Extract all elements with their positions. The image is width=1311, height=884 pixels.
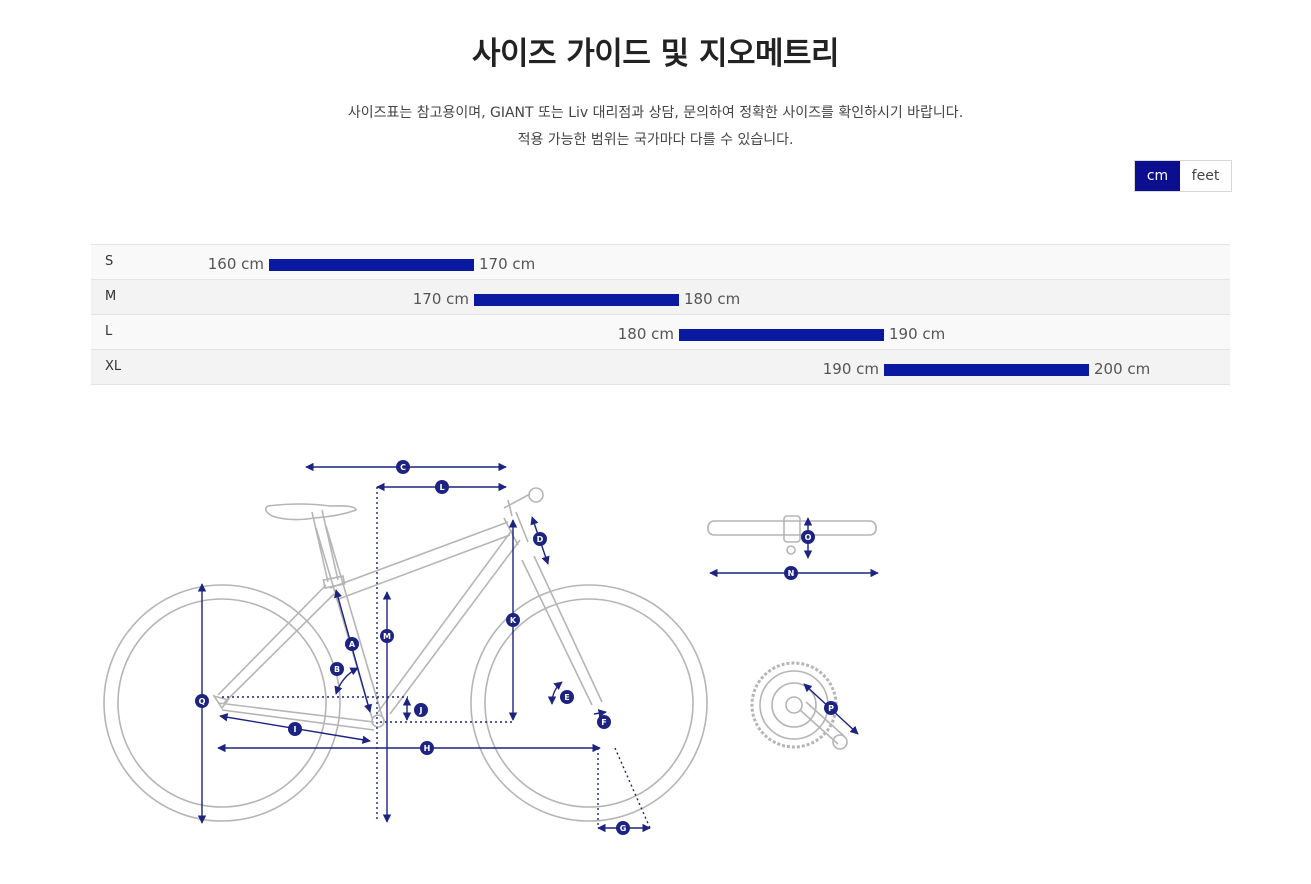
svg-text:Q: Q	[199, 697, 206, 706]
label-i: I	[288, 722, 302, 736]
label-d: D	[533, 532, 547, 546]
range-max: 200 cm	[1094, 360, 1151, 378]
label-l: L	[435, 480, 449, 494]
size-guide-note: 사이즈표는 참고용이며, GIANT 또는 Liv 대리점과 상담, 문의하여 …	[347, 105, 964, 121]
handlebar-illustration	[707, 515, 877, 555]
svg-text:D: D	[537, 535, 544, 544]
size-row-xl: XL 190 cm 200 cm	[91, 350, 1230, 385]
range-bar	[474, 294, 679, 306]
size-row-s: S 160 cm 170 cm	[91, 245, 1230, 280]
svg-text:E: E	[564, 693, 569, 702]
range-bar	[679, 329, 884, 341]
page-title: 사이즈 가이드 및 지오메트리	[471, 36, 840, 72]
size-label: S	[105, 254, 114, 269]
svg-text:I: I	[294, 725, 297, 734]
label-o: O	[801, 530, 815, 544]
label-q: Q	[195, 694, 209, 708]
size-row-m: M 170 cm 180 cm	[91, 280, 1230, 315]
label-e: E	[560, 690, 574, 704]
geometry-diagram: C L D O N K M A B E Q J P F I H G	[103, 460, 879, 835]
svg-text:O: O	[805, 533, 812, 542]
svg-text:N: N	[788, 569, 795, 578]
svg-text:J: J	[419, 706, 423, 715]
label-a: A	[345, 637, 359, 651]
range-min: 180 cm	[617, 325, 674, 343]
size-chart: S 160 cm 170 cm M 170 cm 180 cm L 180 cm…	[91, 244, 1230, 385]
label-n: N	[784, 566, 798, 580]
size-label: XL	[105, 359, 122, 374]
label-k: K	[506, 613, 520, 627]
svg-text:M: M	[383, 632, 391, 641]
svg-text:L: L	[439, 483, 444, 492]
range-min: 170 cm	[412, 290, 469, 308]
svg-text:P: P	[828, 704, 834, 713]
size-label: L	[105, 324, 113, 339]
svg-text:K: K	[510, 616, 517, 625]
label-p: P	[824, 701, 838, 715]
dimension-labels: C L D O N K M A B E Q J P F I H G	[195, 460, 838, 835]
range-max: 180 cm	[684, 290, 741, 308]
range-max: 170 cm	[479, 255, 536, 273]
label-m: M	[380, 629, 394, 643]
size-label: M	[105, 289, 117, 304]
unit-cm-button[interactable]: cm	[1135, 161, 1180, 191]
unit-feet-button[interactable]: feet	[1180, 161, 1231, 191]
label-b: B	[330, 662, 344, 676]
svg-text:H: H	[424, 744, 431, 753]
range-min: 190 cm	[822, 360, 879, 378]
svg-text:C: C	[400, 463, 406, 472]
dimension-lines	[197, 462, 879, 833]
range-bar	[269, 259, 474, 271]
size-row-l: L 180 cm 190 cm	[91, 315, 1230, 350]
label-c: C	[396, 460, 410, 474]
svg-text:G: G	[620, 824, 627, 833]
svg-text:F: F	[601, 718, 606, 727]
unit-toggle: cm feet	[1134, 160, 1232, 192]
label-h: H	[420, 741, 434, 755]
region-note: 적용 가능한 범위는 국가마다 다를 수 있습니다.	[517, 132, 794, 148]
range-min: 160 cm	[207, 255, 264, 273]
label-g: G	[616, 821, 630, 835]
range-bar	[884, 364, 1089, 376]
label-f: F	[597, 715, 611, 729]
bike-illustration	[103, 487, 708, 822]
svg-text:B: B	[334, 665, 340, 674]
range-max: 190 cm	[889, 325, 946, 343]
label-j: J	[414, 703, 428, 717]
svg-text:A: A	[349, 640, 356, 649]
